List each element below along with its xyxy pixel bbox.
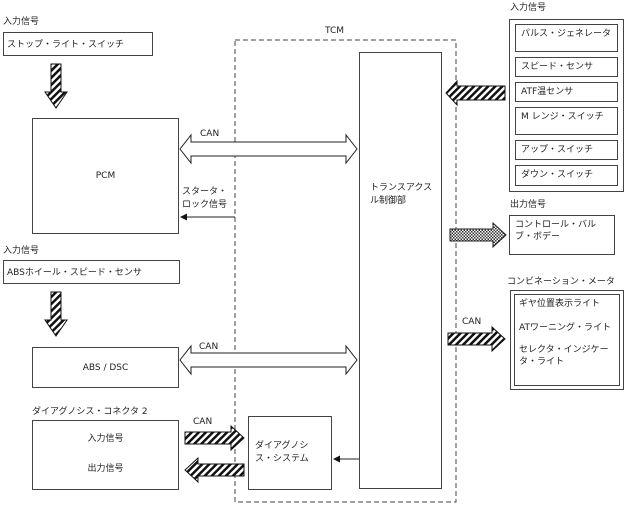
meter-heading: コンビネーション・メータ — [507, 277, 615, 287]
pcm-label: PCM — [95, 171, 116, 181]
abs-wheel-sensor-label: ABSホイール・スピード・センサ — [7, 268, 142, 278]
diag-system-box: ダイアグノシス・システム — [248, 416, 332, 490]
diag-arrow-head — [333, 455, 340, 463]
input-item: ATF温センサ — [515, 82, 618, 102]
meter-can-arrow — [447, 325, 506, 353]
abs-dsc-label: ABS / DSC — [82, 362, 129, 373]
diag-can-label: CAN — [193, 417, 213, 427]
starter-lock-label: スタータ・ロック信号 — [182, 187, 228, 210]
input2-heading: 入力信号 — [3, 246, 40, 256]
right-input-group: パルス・ジェネレータ スピード・センサ ATF温センサ M レンジ・スイッチ ア… — [509, 19, 624, 192]
output-heading: 出力信号 — [510, 200, 547, 210]
abs-dsc-box: ABS / DSC — [32, 347, 179, 388]
diag-system-label: ダイアグノシス・システム — [255, 441, 309, 464]
input-item-label: アップ・スイッチ — [521, 145, 594, 155]
diag-input-label: 入力信号 — [87, 434, 124, 444]
input-item: パルス・ジェネレータ — [515, 24, 618, 52]
output-arrow — [449, 221, 507, 249]
input-arrow-2 — [44, 291, 68, 337]
stop-light-switch-box: ストップ・ライト・スイッチ — [3, 32, 153, 56]
tcm-boundary — [234, 39, 457, 503]
diag-connector-box: 入力信号 出力信号 — [32, 420, 179, 490]
input-arrow-1 — [44, 63, 68, 109]
diag-output-label: 出力信号 — [87, 464, 124, 474]
meter-item: ATワーニング・ライト — [519, 323, 611, 333]
pcm-can-label: CAN — [200, 129, 220, 139]
input-item: M レンジ・スイッチ — [515, 107, 618, 135]
input-item: アップ・スイッチ — [515, 140, 618, 160]
diag-connector-heading: ダイアグノシス・コネクタ 2 — [32, 407, 148, 417]
stop-light-switch-label: ストップ・ライト・スイッチ — [7, 40, 125, 50]
abs-wheel-sensor-box: ABSホイール・スピード・センサ — [3, 260, 180, 284]
tcm-label: TCM — [325, 26, 345, 36]
right-input-heading: 入力信号 — [510, 3, 547, 13]
meter-item: セレクタ・インジケータ・ライト — [519, 345, 609, 367]
input-item-label: M レンジ・スイッチ — [521, 112, 604, 122]
input-item-label: ダウン・スイッチ — [521, 170, 594, 180]
pcm-can-arrow — [179, 133, 358, 165]
pcm-box: PCM — [32, 118, 179, 234]
starter-lock-arrow-head — [180, 213, 187, 221]
input-item-label: パルス・ジェネレータ — [521, 29, 612, 39]
input-item: スピード・センサ — [515, 57, 618, 77]
control-valve-box: コントロール・バルブ・ボデー — [509, 215, 615, 255]
meter-can-label: CAN — [462, 317, 482, 327]
meter-inner: ギヤ位置表示ライト ATワーニング・ライト セレクタ・インジケータ・ライト — [514, 294, 620, 386]
diag-in-arrow — [184, 424, 245, 452]
abs-can-label: CAN — [199, 342, 219, 352]
control-valve-label: コントロール・バルブ・ボデー — [515, 220, 597, 242]
transaxle-control-label: トランスアクスル制御部 — [370, 183, 433, 206]
transaxle-control-box: トランスアクスル制御部 — [359, 52, 442, 489]
input-item-label: スピード・センサ — [521, 62, 594, 72]
combination-meter-box: ギヤ位置表示ライト ATワーニング・ライト セレクタ・インジケータ・ライト — [510, 290, 624, 390]
abs-can-arrow — [179, 344, 358, 376]
right-input-arrow — [445, 79, 506, 107]
input1-heading: 入力信号 — [3, 17, 40, 27]
diag-out-arrow — [184, 456, 245, 484]
input-item-label: ATF温センサ — [521, 87, 574, 97]
meter-item: ギヤ位置表示ライト — [519, 299, 601, 309]
input-item: ダウン・スイッチ — [515, 165, 618, 186]
